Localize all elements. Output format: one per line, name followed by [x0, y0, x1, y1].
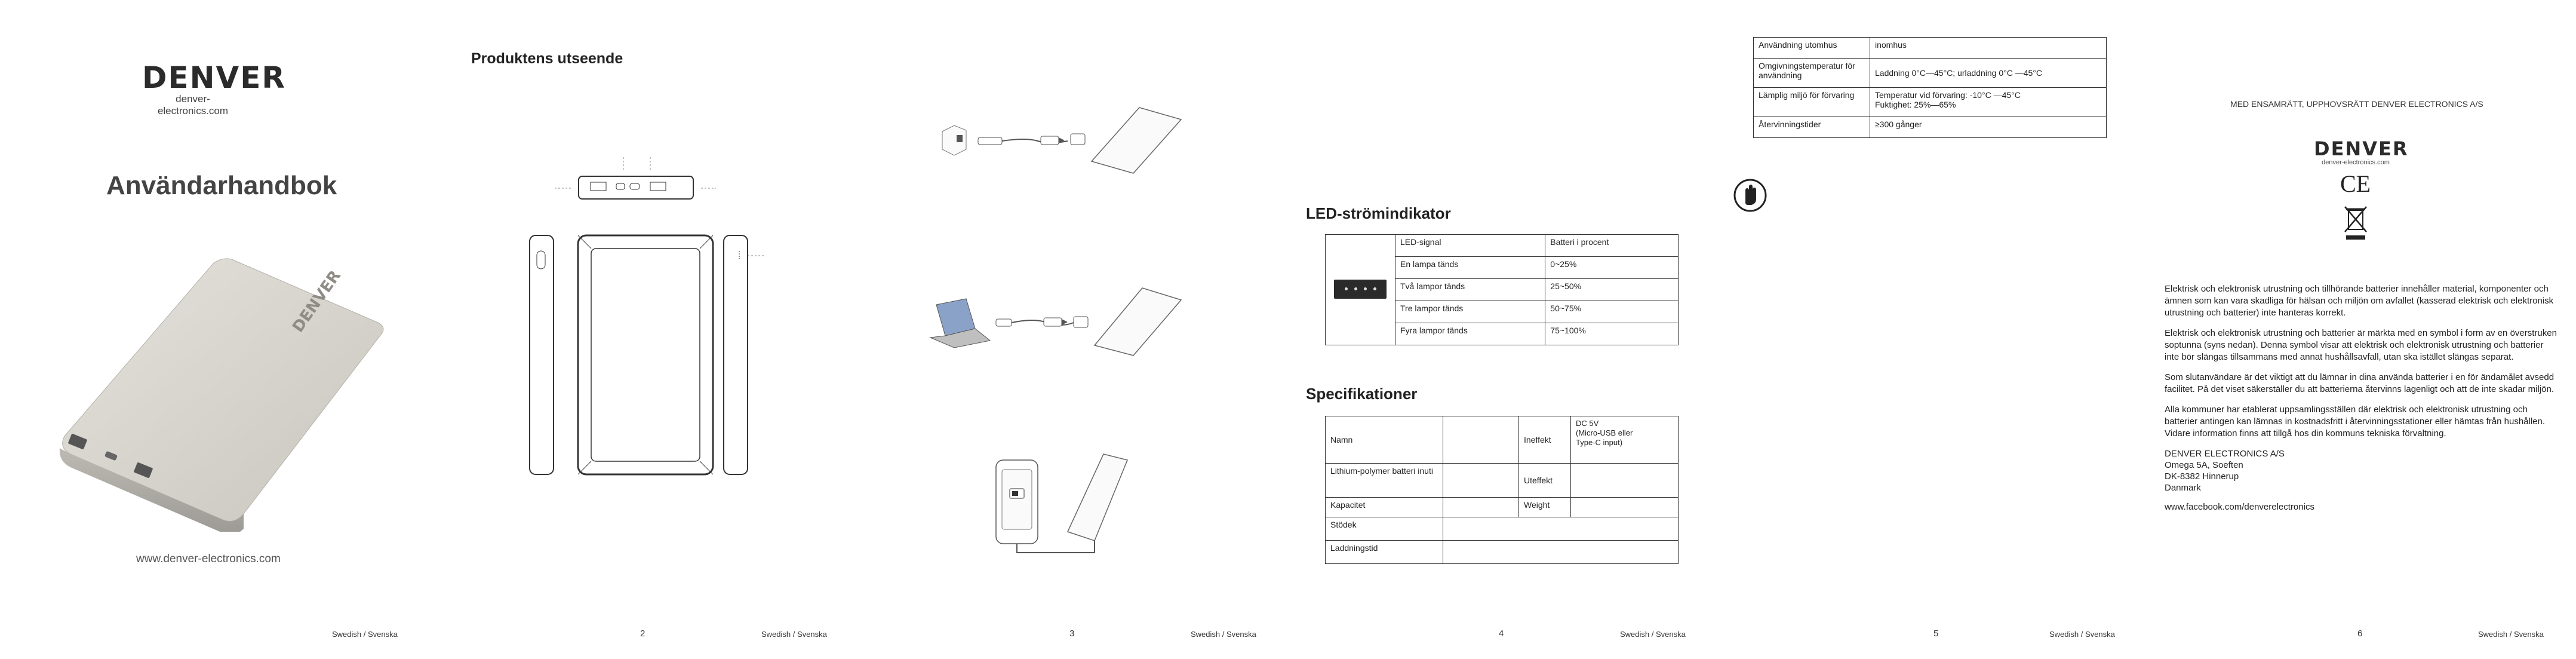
led-row-value: 50~75%: [1545, 301, 1679, 323]
led-indicator-icon: [1334, 279, 1387, 299]
env-label: Användning utomhus: [1753, 37, 1870, 59]
page-cover: DENVER denver-electronics.com Användarha…: [0, 0, 429, 659]
led-table: LED-signal Batteri i procent En lampa tä…: [1325, 234, 1679, 345]
logo-text: DENVER: [142, 60, 286, 95]
env-value: Temperatur vid förvaring: -10°C —45°C Fu…: [1870, 87, 2107, 117]
denver-logo-small: DENVER denver-electronics.com: [2314, 137, 2409, 166]
table-row: Återvinningstider ≥300 gånger: [1753, 117, 2107, 138]
page-environment: Användning utomhus inomhus Omgivningstem…: [1717, 0, 2147, 659]
spec-support-label: Stödek: [1325, 517, 1443, 541]
legal-paragraph: Elektrisk och elektronisk utrustning och…: [2165, 284, 2554, 318]
front-view: [577, 234, 714, 476]
table-row: Omgivningstemperatur för användning Ladd…: [1753, 58, 2107, 88]
page-number: 6: [2357, 629, 2363, 639]
spec-battery-label: Lithium-polymer batteri inuti: [1325, 463, 1443, 498]
footer-language: Swedish / Svenska: [1191, 630, 1256, 639]
power-bank-image: DENVER: [59, 258, 384, 532]
page-legal: MED ENSAMRÄTT, UPPHOVSRÄTT DENVER ELECTR…: [2147, 0, 2576, 659]
table-row: Fyra lampor tänds 75~100%: [1326, 323, 1679, 345]
led-indicator-cell: [1325, 234, 1395, 345]
spec-table: Namn Ineffekt DC 5V (Micro-USB eller Typ…: [1325, 416, 1679, 564]
env-label: Lämplig miljö för förvaring: [1753, 87, 1870, 117]
left-side-view: [529, 235, 554, 475]
logo-url: denver-electronics.com: [157, 93, 229, 117]
legal-paragraph: Som slutanvändare är det viktigt att du …: [2165, 372, 2555, 394]
table-row: Lämplig miljö för förvaring Temperatur v…: [1753, 87, 2107, 117]
page-led-and-specs: LED-strömindikator LED-signal Batteri i …: [1288, 0, 1717, 659]
section-heading: Produktens utseende: [471, 50, 623, 67]
top-view-diagram: [555, 157, 716, 200]
spec-battery-value: [1443, 463, 1519, 498]
footer-language: Swedish / Svenska: [1620, 630, 1686, 639]
page-number: 4: [1499, 629, 1504, 639]
spec-capacity-label: Kapacitet: [1325, 497, 1443, 517]
env-value: ≥300 gånger: [1870, 117, 2107, 138]
page-number: 5: [1933, 629, 1939, 639]
page-charging-methods: [859, 0, 1288, 659]
footer-language: Swedish / Svenska: [2478, 630, 2544, 639]
page-title: Användarhandbok: [106, 171, 337, 200]
spec-name-label: Namn: [1325, 416, 1443, 464]
led-row-value: 25~50%: [1545, 278, 1679, 301]
spec-charge-time-value: [1443, 540, 1679, 564]
page-number: 3: [1069, 629, 1075, 639]
environment-table: Användning utomhus inomhus Omgivningstem…: [1753, 37, 2107, 138]
env-label: Omgivningstemperatur för användning: [1753, 58, 1870, 88]
spec-output-value: [1570, 463, 1679, 498]
laptop-diagram: [929, 287, 1182, 356]
spec-weight-value: [1570, 497, 1679, 517]
address-line: DENVER ELECTRONICS A/S: [2165, 449, 2285, 459]
spec-output-label: Uteffekt: [1518, 463, 1571, 498]
led-row-label: Fyra lampor tänds: [1394, 323, 1546, 345]
led-row-value: 75~100%: [1545, 323, 1679, 345]
right-side-view: [723, 235, 764, 475]
spec-weight-label: Weight: [1518, 497, 1571, 517]
led-heading: LED-strömindikator: [1306, 204, 1451, 222]
phone-charging-diagram: [995, 453, 1129, 553]
page-number: 2: [640, 629, 645, 639]
spec-input-label: Ineffekt: [1518, 416, 1571, 464]
address-line: DK-8382 Hinnerup: [2165, 471, 2239, 482]
table-row: Två lampor tänds 25~50%: [1326, 278, 1679, 301]
env-label: Återvinningstider: [1753, 117, 1870, 138]
legal-paragraph: Elektrisk och elektronisk utrustning och…: [2165, 328, 2557, 362]
spec-input-value: DC 5V (Micro-USB eller Type-C input): [1570, 416, 1679, 464]
facebook-link[interactable]: www.facebook.com/denverelectronics: [2165, 502, 2314, 512]
logo-url: denver-electronics.com: [2322, 159, 2390, 166]
table-row: Tre lampor tänds 50~75%: [1326, 301, 1679, 323]
table-row: En lampa tänds 0~25%: [1326, 256, 1679, 279]
warning-hand-icon: [1733, 179, 1767, 212]
spec-name-value: [1443, 416, 1519, 464]
copyright-text: MED ENSAMRÄTT, UPPHOVSRÄTT DENVER ELECTR…: [2230, 99, 2483, 109]
footer-language: Swedish / Svenska: [2049, 630, 2115, 639]
led-header-percent: Batteri i procent: [1545, 234, 1679, 257]
ce-mark: CE: [2340, 170, 2371, 197]
spec-capacity-value: [1443, 497, 1519, 517]
led-row-label: Två lampor tänds: [1394, 278, 1546, 301]
address-line: Danmark: [2165, 483, 2201, 493]
led-row-label: Tre lampor tänds: [1394, 301, 1546, 323]
led-header-signal: LED-signal: [1394, 234, 1546, 257]
legal-paragraph: Alla kommuner har etablerat uppsamlingss…: [2165, 404, 2546, 439]
footer-language: Swedish / Svenska: [332, 630, 398, 639]
table-row: Användning utomhus inomhus: [1753, 37, 2107, 59]
wall-charger-diagram: [942, 107, 1182, 174]
led-row-label: En lampa tänds: [1394, 256, 1546, 279]
company-address: DENVER ELECTRONICS A/S Omega 5A, Soeften…: [2165, 448, 2559, 494]
spec-heading: Specifikationer: [1306, 385, 1418, 403]
spec-charge-time-label: Laddningstid: [1325, 540, 1443, 564]
spec-support-value: [1443, 517, 1679, 541]
logo-text: DENVER: [2314, 137, 2409, 160]
crossed-bin-icon: [2344, 206, 2367, 240]
legal-text: Elektrisk och elektronisk utrustning och…: [2165, 283, 2559, 512]
env-value: Laddning 0°C—45°C; urladdning 0°C —45°C: [1870, 58, 2107, 88]
footer-language: Swedish / Svenska: [761, 630, 827, 639]
address-line: Omega 5A, Soeften: [2165, 460, 2243, 470]
website-link[interactable]: www.denver-electronics.com: [136, 553, 281, 565]
page-product-appearance: Produktens utseende: [429, 0, 859, 659]
led-row-value: 0~25%: [1545, 256, 1679, 279]
denver-logo: DENVER denver-electronics.com: [142, 60, 286, 117]
env-value: inomhus: [1870, 37, 2107, 59]
